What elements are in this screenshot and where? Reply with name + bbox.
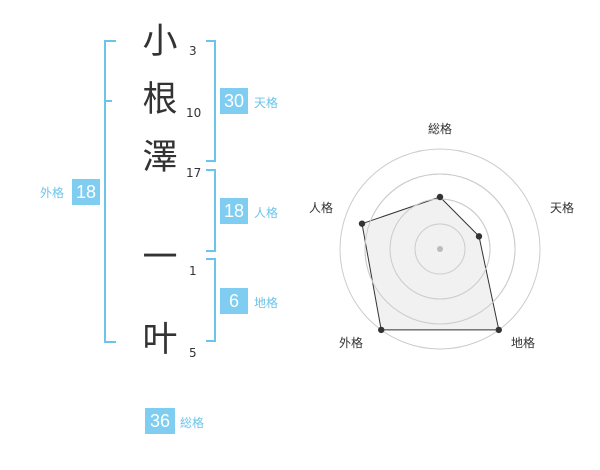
radar-label-tenkaku: 天格	[550, 201, 575, 215]
chikaku-bracket	[206, 258, 216, 342]
name-char-3: 澤	[142, 138, 178, 178]
radar-point-4	[378, 326, 385, 334]
gaikaku-value: 18	[72, 179, 100, 205]
jinkaku-label: 人格	[254, 206, 279, 220]
stroke-count-4: 1	[189, 264, 197, 278]
gaikaku-bracket	[104, 40, 116, 343]
radar-point-5	[358, 220, 366, 227]
radar-label-jinkaku: 人格	[309, 201, 334, 215]
name-char-1: 小	[142, 22, 178, 62]
radar-label-chikaku: 地格	[511, 336, 536, 350]
gaikaku-bracket-tick	[104, 100, 112, 102]
radar-grid-ring-overlay	[414, 223, 466, 275]
radar-polygon	[361, 196, 500, 331]
stroke-count-5: 5	[189, 346, 197, 360]
radar-center-dot	[437, 246, 443, 252]
tenkaku-bracket	[206, 40, 216, 162]
radar-grid-ring	[339, 148, 541, 350]
name-char-2: 根	[142, 80, 178, 120]
stroke-count-2: 10	[186, 106, 202, 120]
radar-point-1	[436, 193, 444, 201]
soukaku-value: 36	[145, 408, 175, 434]
radar-label-gaikaku: 外格	[339, 336, 364, 350]
stroke-count-3: 17	[186, 166, 202, 180]
radar-point-3	[495, 326, 502, 334]
soukaku-label: 総格	[180, 416, 205, 430]
name-char-5: 叶	[142, 320, 178, 360]
radar-label-soukaku: 総格	[428, 122, 453, 136]
chikaku-label: 地格	[254, 296, 279, 310]
jinkaku-bracket	[206, 169, 216, 252]
jinkaku-value: 18	[220, 198, 248, 224]
radar-grid-ring-overlay	[364, 173, 516, 325]
stroke-count-1: 3	[189, 44, 197, 58]
name-char-4: 一	[142, 238, 178, 278]
gaikaku-label: 外格	[40, 186, 65, 200]
tenkaku-value: 30	[220, 88, 248, 114]
chikaku-value: 6	[220, 288, 248, 314]
radar-point-2	[475, 233, 483, 240]
tenkaku-label: 天格	[254, 96, 279, 110]
